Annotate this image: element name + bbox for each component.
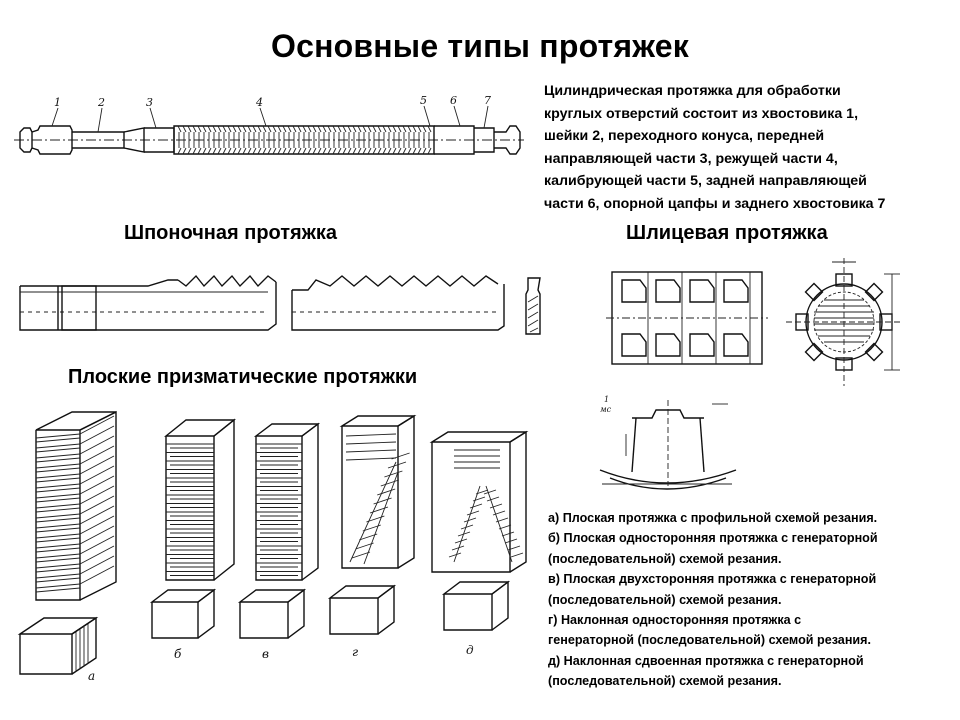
flat-broach-d: г [327, 414, 417, 659]
part-label-5: 5 [420, 94, 427, 107]
legend-line: (последовательной) схемой резания. [548, 551, 782, 566]
description-line: круглых отверстий состоит из хвостовика … [544, 105, 859, 122]
legend-line: генераторной (последовательной) схемой р… [548, 633, 872, 648]
keyway-broach-heading: Шпоночная протяжка [124, 222, 338, 244]
part-label-3: 3 [146, 96, 153, 109]
svg-text:мс: мс [600, 405, 612, 414]
variant-label-e: д [466, 643, 474, 657]
round-broach-drawing: 1 2 3 4 5 6 7 [14, 94, 524, 155]
flat-broach-legend: а) Плоская протяжка с профильной схемой … [548, 508, 958, 692]
description-line: Цилиндрическая протяжка для обработки [544, 83, 841, 99]
variant-label-d: г [352, 645, 358, 659]
variant-label-a: а [88, 669, 95, 683]
description-line: направляющей части 3, режущей части 4, [544, 150, 838, 167]
keyway-broach-drawing [19, 274, 541, 335]
spline-tooth-profile: 1 мс [599, 395, 737, 490]
variant-label-c: в [262, 647, 269, 661]
part-label-2: 2 [97, 96, 105, 109]
spline-broach-heading: Шлицевая протяжка [626, 222, 828, 244]
legend-line: г) Наклонная односторонняя протяжка с [548, 613, 802, 628]
legend-line: (последовательной) схемой резания. [548, 674, 782, 689]
description-line: шейки 2, переходного конуса, передней [544, 128, 825, 144]
flat-broach-e: д [429, 430, 529, 657]
flat-broach-b: б [149, 418, 236, 661]
legend-line: в) Плоская двухсторонняя протяжка с гене… [548, 572, 877, 587]
cylindrical-broach-description: Цилиндрическая протяжка для обработки кр… [544, 80, 956, 215]
variant-label-b: б [174, 647, 182, 661]
flat-broaches-drawing: а б в г [17, 410, 529, 683]
flat-broach-a: а [17, 410, 117, 683]
spline-broach-drawing: 1 мс [599, 258, 902, 490]
page-title: Основные типы протяжек [271, 28, 689, 64]
description-line: части 6, опорной цапфы и заднего хвостов… [544, 195, 886, 212]
legend-line: (последовательной) схемой резания. [548, 592, 782, 607]
spline-side-view [606, 271, 768, 365]
part-label-4: 4 [255, 96, 263, 109]
legend-line: д) Наклонная сдвоенная протяжка с генера… [548, 653, 864, 668]
flat-broach-heading: Плоские призматические протяжки [68, 366, 418, 388]
spline-cross-section [786, 258, 902, 386]
part-label-1: 1 [54, 96, 61, 109]
legend-line: а) Плоская протяжка с профильной схемой … [548, 511, 878, 525]
svg-text:1: 1 [604, 395, 609, 404]
description-line: калибрующей части 5, задней направляющей [544, 173, 867, 189]
legend-line: б) Плоская односторонняя протяжка с гене… [548, 531, 878, 546]
flat-broach-c: в [237, 422, 321, 661]
part-label-7: 7 [484, 94, 491, 107]
part-label-6: 6 [450, 94, 457, 107]
